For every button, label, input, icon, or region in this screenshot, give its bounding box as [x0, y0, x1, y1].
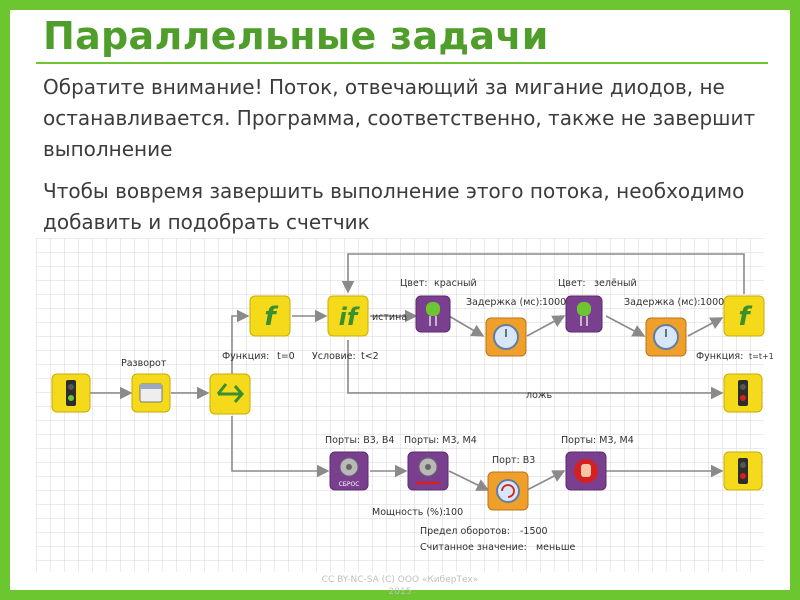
- label-color-1-value: красный: [434, 278, 477, 289]
- label-function-2-value: t=t+1: [749, 352, 774, 361]
- label-function-1: Функция:: [222, 351, 269, 362]
- frame-left: [0, 0, 10, 600]
- label-condition-value: t<2: [361, 351, 379, 362]
- frame-bottom: [0, 590, 800, 600]
- label-read-value: Считанное значение:: [420, 542, 527, 553]
- label-delay-1: Задержка (мс):: [466, 297, 543, 308]
- end-traffic-light-block-1: [723, 373, 763, 413]
- label-ports-1: Порты: B3, B4: [325, 435, 394, 446]
- label-delay-2: Задержка (мс):: [624, 297, 701, 308]
- label-function-1-value: t=0: [277, 351, 295, 362]
- label-rotation-limit-value: -1500: [520, 526, 548, 537]
- label-read-value-value: меньше: [536, 542, 576, 553]
- paragraph-counter: Чтобы вовремя завершить выполнение этого…: [43, 179, 745, 234]
- frame-right: [790, 0, 800, 600]
- reset-caption: СБРОС: [339, 481, 360, 488]
- label-false-branch: ложь: [526, 390, 552, 401]
- label-color-2-value: зелёный: [594, 278, 637, 289]
- program-diagram: f if f СБРОС: [36, 238, 774, 572]
- label-razvorot: Разворот: [121, 358, 167, 369]
- if-block: if: [327, 295, 369, 337]
- label-color-1: Цвет:: [400, 278, 428, 289]
- led-red-block: [415, 295, 451, 333]
- motor-block: [407, 451, 449, 491]
- start-traffic-light-block: [51, 373, 91, 413]
- footer-line-1: CC BY-NC-SA (C) ООО «КиберТех»: [321, 575, 479, 585]
- footer-line-2: 2015: [388, 587, 412, 597]
- function-block-1: f: [249, 295, 291, 337]
- timer-block-2: [645, 317, 687, 357]
- function-block-2: f: [723, 295, 765, 337]
- fork-block: [209, 373, 251, 415]
- svg-text:if: if: [339, 303, 360, 331]
- razvorot-block: [131, 373, 171, 413]
- label-condition: Условие:: [312, 351, 356, 362]
- paragraph-note: Обратите внимание! Поток, отвечающий за …: [43, 75, 756, 161]
- svg-text:f: f: [264, 302, 279, 332]
- wait-rotation-block: [487, 471, 529, 511]
- led-green-block: [565, 295, 603, 333]
- label-true-branch: истина: [372, 312, 407, 323]
- label-delay-1-value: 1000: [542, 297, 566, 308]
- label-ports-4: Порты: M3, M4: [561, 435, 634, 446]
- label-function-2: Функция:: [696, 351, 743, 362]
- slide-title: Параллельные задачи: [43, 14, 549, 58]
- label-port-3: Порт: B3: [492, 455, 535, 466]
- label-power-value: 100: [445, 507, 463, 518]
- footer-copyright: CC BY-NC-SA (C) ООО «КиберТех» 2015: [300, 574, 500, 598]
- end-traffic-light-block-2: [723, 451, 763, 491]
- label-ports-2: Порты: M3, M4: [404, 435, 477, 446]
- label-color-2: Цвет:: [558, 278, 586, 289]
- title-underline: [36, 62, 768, 64]
- timer-block-1: [485, 317, 527, 357]
- label-rotation-limit: Предел оборотов:: [420, 526, 510, 537]
- sensor-reset-block: СБРОС: [329, 451, 369, 491]
- frame-top: [0, 0, 800, 10]
- stop-motor-block: [565, 451, 607, 491]
- label-delay-2-value: 1000: [700, 297, 724, 308]
- label-power: Мощность (%):: [372, 507, 446, 518]
- svg-text:f: f: [738, 302, 753, 332]
- connection-lines: [86, 253, 745, 491]
